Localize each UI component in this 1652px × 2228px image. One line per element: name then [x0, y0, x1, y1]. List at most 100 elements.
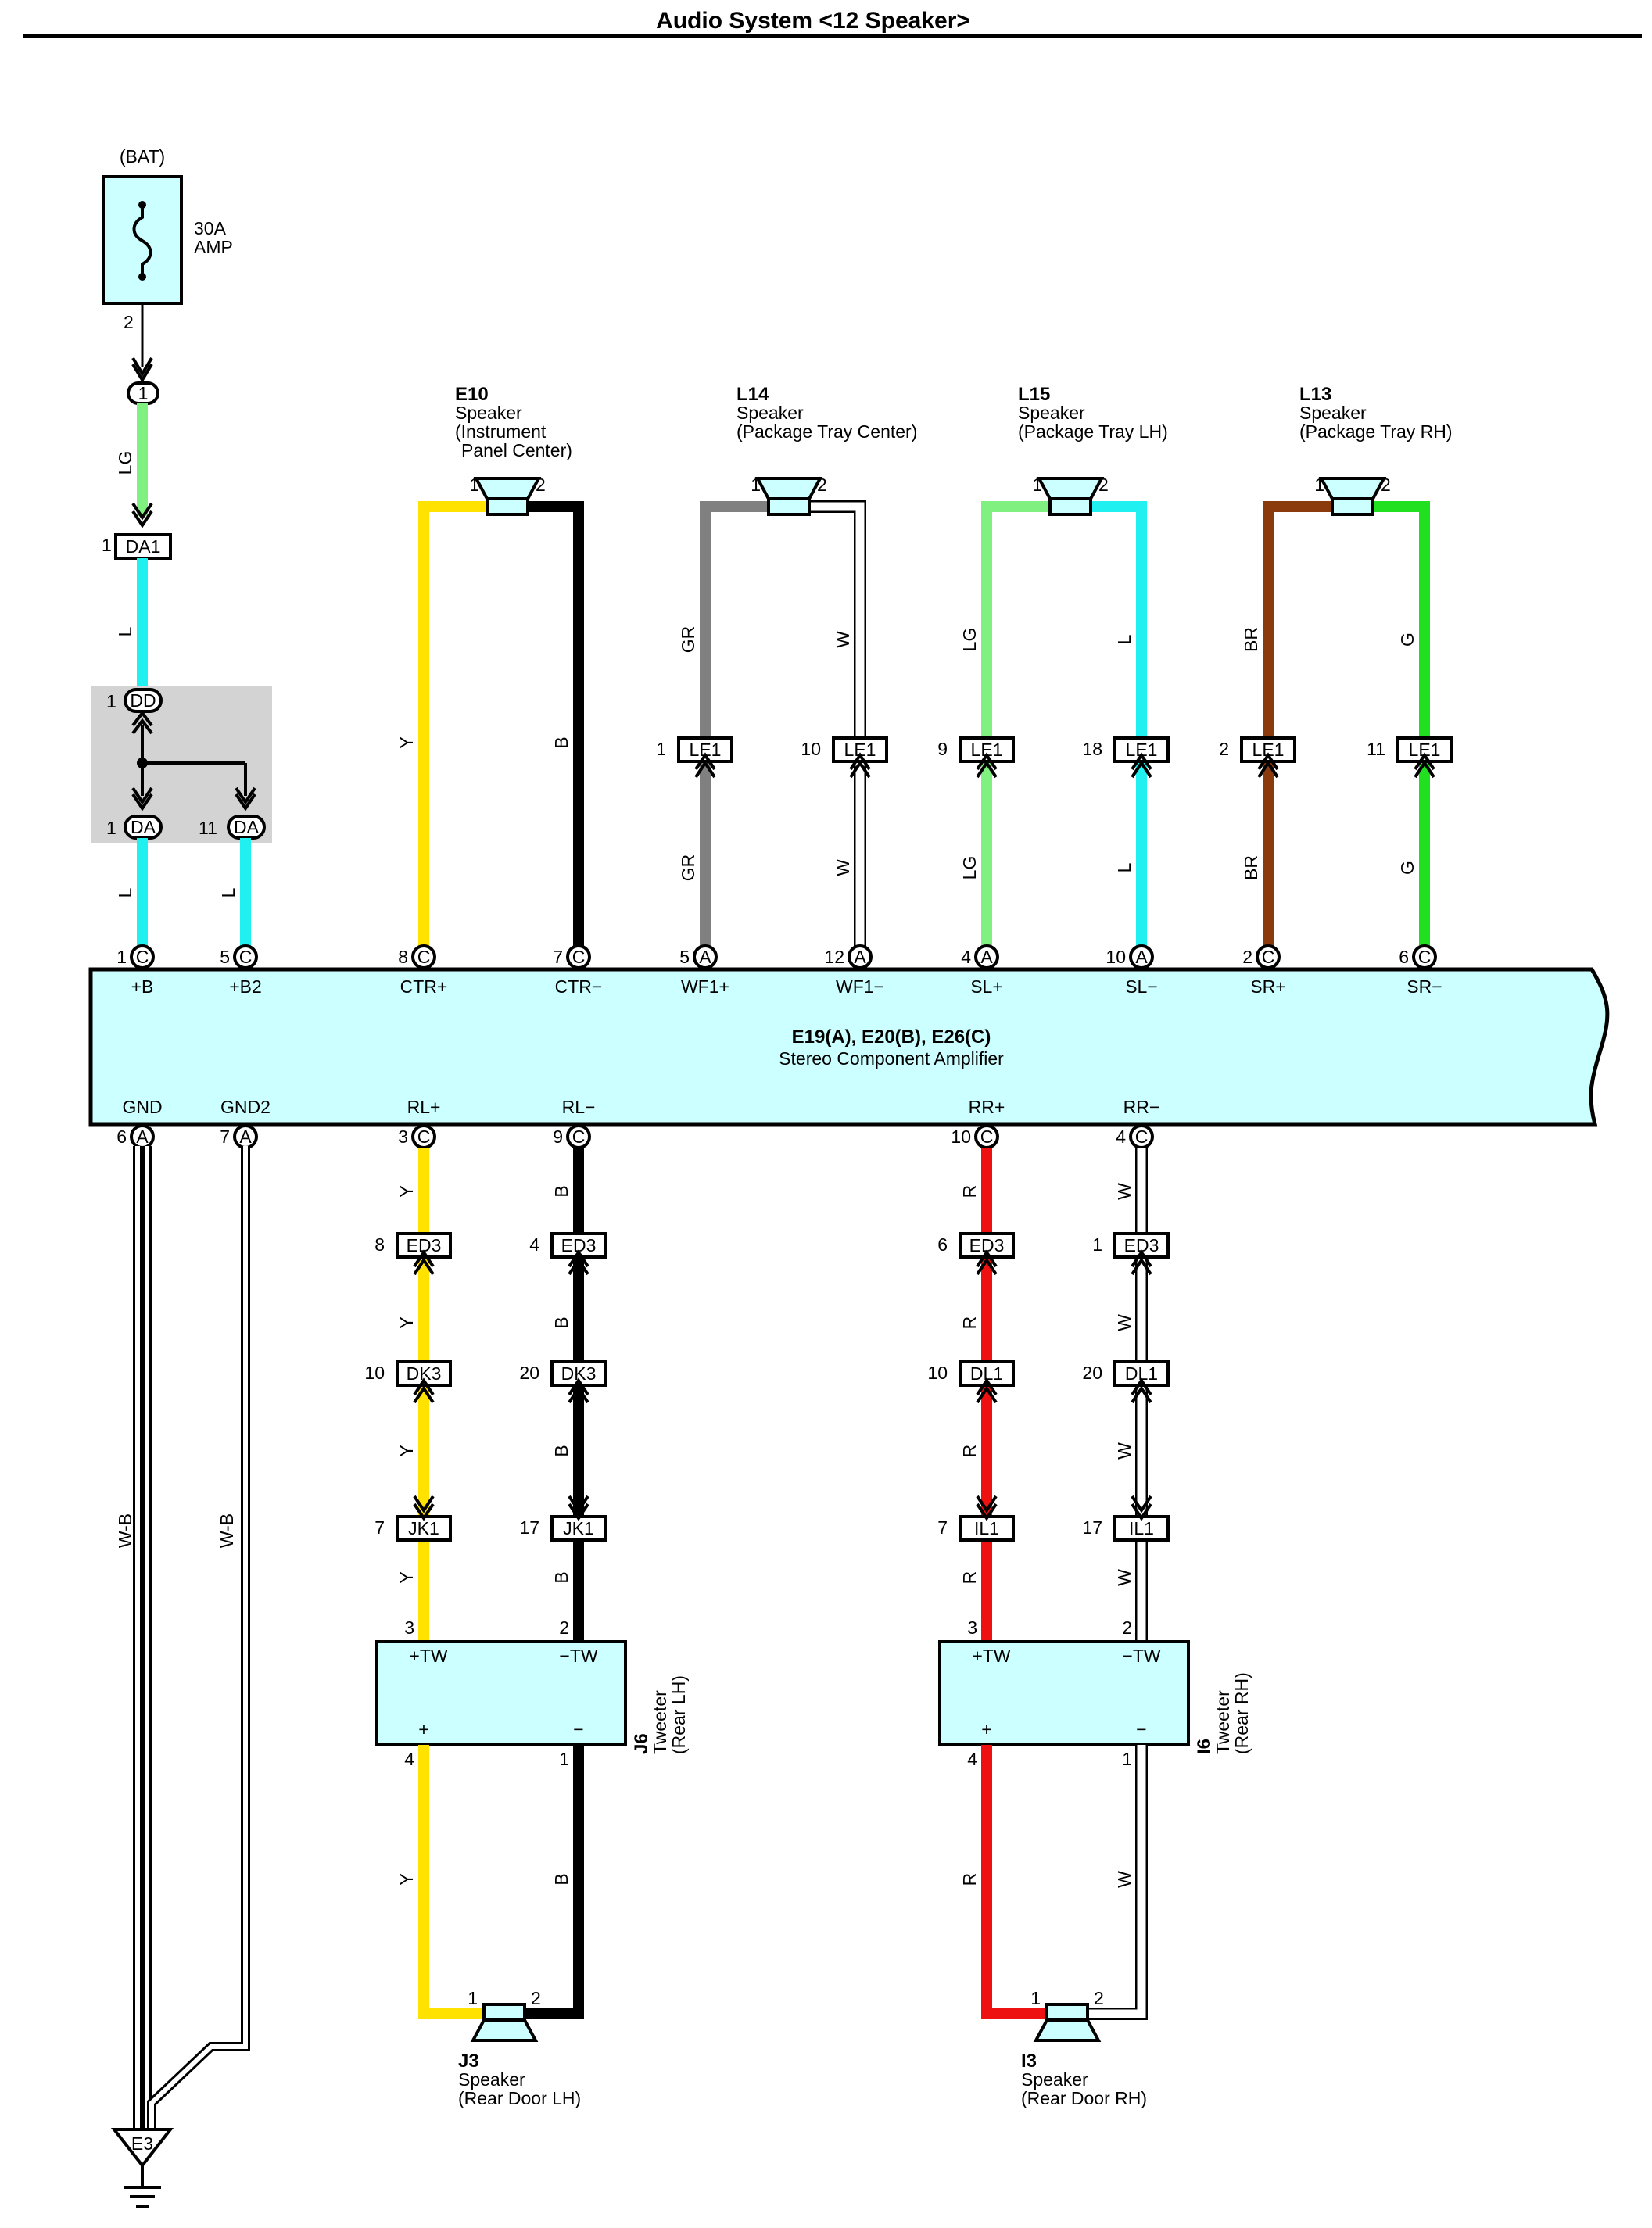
- connector-da-right-label: DA: [234, 817, 260, 837]
- speaker-l14-wl-pos-dn: GR: [678, 854, 698, 882]
- fuse-end-top: [138, 201, 146, 209]
- amp-top-term-0-letter: C: [136, 947, 149, 967]
- rear-right-chev-neg-2: [1131, 1495, 1152, 1521]
- amp-bot-term-3-letter: C: [572, 1127, 586, 1147]
- battery-label: (BAT): [120, 146, 165, 167]
- speaker-l15-icon-magnet: [1048, 497, 1092, 516]
- amp-top-pin-7: 10: [1106, 947, 1126, 967]
- rear-right-spk-pin1: 1: [1030, 1988, 1041, 2008]
- rear-right-conn-pos-2-pin: 7: [937, 1517, 948, 1538]
- speaker-l15-wl-neg-up: L: [1114, 634, 1134, 644]
- amp-bot-pin-3: 9: [553, 1127, 563, 1147]
- amp-bot-pin-5: 4: [1116, 1127, 1126, 1147]
- speaker-l13-wl-neg-dn: G: [1397, 861, 1417, 875]
- speaker-l15-wl-pos-up: LG: [959, 628, 980, 652]
- da-right-arrow-icon: [235, 786, 256, 811]
- amp-bot-term-5-letter: C: [1135, 1127, 1149, 1147]
- rear-left-tweeter: [375, 1640, 627, 1746]
- speaker-l15-wire-neg: [1091, 501, 1147, 958]
- rear-left-speaker-icon-cone: [470, 2018, 539, 2042]
- speaker-e10-pin2: 2: [536, 475, 546, 495]
- amp-bot-pin-2: 3: [398, 1127, 408, 1147]
- amplifier-name: E19(A), E20(B), E26(C): [792, 1026, 991, 1048]
- amp-top-label-6: SL+: [970, 976, 1003, 997]
- rear-left-chev-pos-2: [413, 1495, 435, 1521]
- rear-left-wl-neg-1: B: [551, 1316, 572, 1328]
- rear-left-wl-spk-pos: Y: [396, 1873, 417, 1885]
- rear-right-conn-neg-1-pin: 20: [1082, 1363, 1102, 1383]
- rear-right-wl-spk-pos: R: [959, 1873, 980, 1886]
- wire-label-l-b: L: [115, 887, 135, 897]
- speaker-l14-id: L14: [736, 384, 769, 405]
- rear-right-chev-pos-1: [976, 1377, 998, 1404]
- da-right-pin: 11: [199, 818, 217, 838]
- rear-right-wl-neg-2: W: [1114, 1442, 1134, 1460]
- rear-right-speaker-icon: [1033, 2003, 1102, 2042]
- speaker-l14-chev-neg: [849, 752, 871, 779]
- amp-top-term-7-letter: A: [1135, 947, 1148, 967]
- amp-bot-label-5: RR−: [1123, 1097, 1160, 1117]
- amp-top-term-2: [411, 944, 436, 969]
- rear-right-tw-id: I6: [1194, 1739, 1215, 1754]
- amp-bot-pin-0: 6: [116, 1127, 127, 1147]
- amp-top-term-8-letter: C: [1262, 947, 1275, 967]
- rear-left-tw-in-pos: +TW: [409, 1646, 447, 1666]
- da-left-arrow-icon: [131, 786, 153, 811]
- amp-top-term-3-letter: C: [572, 947, 586, 967]
- da1-arrow-icon: [131, 502, 153, 528]
- rear-right-speaker-icon-magnet: [1045, 2003, 1089, 2022]
- rear-right-conn-pos-2-label: IL1: [974, 1518, 999, 1538]
- rear-right-chev-neg-1: [1131, 1377, 1152, 1404]
- rear-right-tw-out-neg: −: [1136, 1719, 1146, 1739]
- amp-top-label-2: CTR+: [400, 976, 448, 997]
- rear-left-chev-neg-1: [568, 1377, 589, 1404]
- rear-right-tweeter: [938, 1640, 1190, 1746]
- speaker-l13-wl-pos-dn: BR: [1241, 855, 1261, 880]
- speaker-l14-wl-neg-dn: W: [833, 859, 853, 876]
- speaker-l15-wl-neg-dn: L: [1114, 862, 1134, 872]
- speaker-l14-conn-pos-pin: 1: [656, 739, 666, 759]
- amp-top-term-7: [1129, 944, 1154, 969]
- speaker-l14-icon: [754, 477, 823, 516]
- wire-label-l-b2: L: [218, 887, 238, 897]
- rear-right-conn-neg-2-label: IL1: [1129, 1518, 1154, 1538]
- rear-left-conn-neg-1-pin: 20: [519, 1363, 539, 1383]
- speaker-l14-wire-pos: [700, 501, 769, 958]
- rear-left-conn-pos-2-label: JK1: [408, 1518, 439, 1538]
- rear-right-wl-pos-3: R: [959, 1571, 980, 1585]
- amp-top-pin-4: 5: [679, 947, 690, 967]
- amp-bot-term-4-letter: C: [980, 1127, 994, 1147]
- rear-right-conn-pos-0-pin: 6: [937, 1234, 948, 1255]
- amp-top-label-5: WF1−: [836, 976, 884, 997]
- rear-right-spk-pin2: 2: [1094, 1988, 1104, 2008]
- connector-da1-label: DA1: [126, 536, 161, 557]
- rear-left-spk-desc: (Rear Door LH): [458, 2088, 581, 2108]
- rear-left-chev-neg-2: [568, 1495, 589, 1521]
- rear-left-wl-pos-1: Y: [396, 1316, 417, 1328]
- rear-left-wl-pos-2: Y: [396, 1445, 417, 1456]
- rear-left-conn-neg-2-label: JK1: [563, 1518, 594, 1538]
- rear-left-conn-pos-2-pin: 7: [374, 1517, 385, 1538]
- speaker-l15-desc1: (Package Tray LH): [1018, 421, 1168, 442]
- rear-left-tw-pin-out-neg: 1: [559, 1749, 569, 1769]
- amp-top-term-5: [848, 944, 873, 969]
- rear-left-tw-name: Tweeter: [650, 1690, 670, 1754]
- amp-top-pin-2: 8: [398, 947, 408, 967]
- rear-right-tw-name: Tweeter: [1213, 1690, 1233, 1754]
- speaker-l15-wire-pos: [981, 501, 1050, 958]
- amp-bot-term-0-letter: A: [136, 1127, 149, 1147]
- rear-right-tw-pin-out-pos: 4: [967, 1749, 977, 1769]
- speaker-l14-icon-magnet: [767, 497, 811, 516]
- speaker-l14-icon-cone: [754, 477, 823, 500]
- connector-dd-label: DD: [130, 690, 156, 711]
- fuse-end-bottom: [138, 273, 146, 281]
- speaker-e10-icon-magnet: [486, 497, 529, 516]
- rear-right-wire-spk-pos: [981, 1745, 1047, 2019]
- amp-top-term-0: [130, 944, 155, 969]
- speaker-l13-chev-pos: [1257, 752, 1279, 779]
- speaker-l13-icon-magnet: [1331, 497, 1374, 516]
- amp-top-term-1: [233, 944, 258, 969]
- amp-bot-pin-1: 7: [220, 1127, 230, 1147]
- rear-right-spk-id: I3: [1021, 2051, 1037, 2072]
